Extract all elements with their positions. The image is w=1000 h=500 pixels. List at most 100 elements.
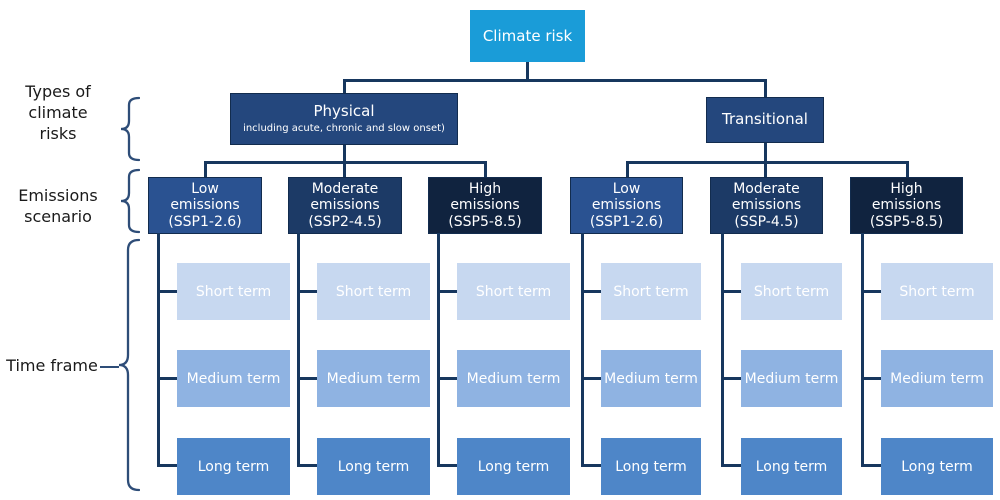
label-line: climate	[28, 102, 88, 122]
brace-timeframe	[118, 238, 140, 492]
node-label: Long term	[901, 458, 973, 475]
node-short-term: Short term	[317, 263, 430, 320]
node-line: (SSP2-4.5)	[308, 213, 382, 230]
node-long-term: Long term	[317, 438, 430, 495]
connector-tick	[299, 464, 317, 467]
connector-column-spine	[297, 233, 300, 467]
node-label: Long term	[337, 458, 410, 475]
connector-column-spine	[437, 233, 440, 467]
connector-stub	[204, 161, 207, 177]
node-medium-term: Medium term	[601, 350, 701, 407]
node-line: (SSP5-8.5)	[869, 213, 944, 230]
node-label: Short term	[613, 283, 689, 300]
node-line: Low	[612, 180, 641, 197]
node-long-term: Long term	[177, 438, 290, 495]
connector-column-spine	[721, 233, 724, 467]
node-line: emissions	[871, 197, 942, 214]
label-emissions-scenario: Emissions scenario	[8, 186, 108, 228]
node-label: Medium term	[890, 370, 984, 387]
node-line: Moderate	[733, 180, 800, 197]
connector-stub	[764, 161, 767, 177]
connector-tick	[439, 377, 457, 380]
node-label: Transitional	[722, 110, 808, 129]
connector-column-spine	[861, 233, 864, 467]
connector-tick	[439, 290, 457, 293]
node-label: Short term	[335, 283, 412, 300]
label-types-of-climate-risks: Types of climate risks	[8, 82, 108, 144]
node-moderate-emissions-transitional: Moderate emissions (SSP-4.5)	[710, 177, 823, 234]
node-line: High	[468, 180, 502, 197]
label-time-frame: Time frame	[2, 356, 102, 377]
node-medium-term: Medium term	[317, 350, 430, 407]
node-label: Medium term	[326, 370, 421, 387]
connector-tick	[863, 464, 881, 467]
connector-stub	[626, 161, 629, 177]
node-short-term: Short term	[601, 263, 701, 320]
node-line: emissions	[310, 197, 380, 214]
node-label: Short term	[195, 283, 272, 300]
node-short-term: Short term	[881, 263, 993, 320]
connector-to-transitional	[764, 79, 767, 97]
connector-tick	[863, 290, 881, 293]
node-transitional: Transitional	[706, 97, 824, 143]
node-label: Climate risk	[482, 27, 573, 45]
connector-tick	[159, 290, 177, 293]
node-label: Physical	[313, 102, 375, 121]
connector-column-spine	[581, 233, 584, 467]
connector-tick	[863, 377, 881, 380]
node-line: Low	[191, 180, 219, 197]
connector-tick	[159, 377, 177, 380]
connector-tick	[583, 290, 601, 293]
connector-column-spine	[157, 233, 160, 467]
node-medium-term: Medium term	[457, 350, 570, 407]
node-label: Medium term	[604, 370, 698, 387]
brace-emissions	[120, 168, 140, 234]
node-low-emissions-transitional: Low emissions (SSP1-2.6)	[570, 177, 683, 234]
node-label: Long term	[755, 458, 828, 475]
node-label: Short term	[475, 283, 552, 300]
connector-tick	[159, 464, 177, 467]
node-line: (SSP1-2.6)	[168, 213, 242, 230]
node-line: emissions	[450, 197, 520, 214]
node-long-term: Long term	[457, 438, 570, 495]
node-label: Medium term	[186, 370, 281, 387]
node-line: (SSP5-8.5)	[448, 213, 522, 230]
node-line: emissions	[591, 197, 662, 214]
label-line: scenario	[24, 206, 92, 226]
node-short-term: Short term	[177, 263, 290, 320]
connector-tick	[439, 464, 457, 467]
node-sublabel: including acute, chronic and slow onset)	[243, 122, 445, 134]
connector-root-hline	[343, 79, 767, 82]
node-long-term: Long term	[881, 438, 993, 495]
label-line: risks	[39, 123, 77, 143]
node-line: High	[890, 180, 923, 197]
node-high-emissions-physical: High emissions (SSP5-8.5)	[428, 177, 542, 234]
label-line: Emissions	[18, 186, 98, 205]
connector-tick	[583, 464, 601, 467]
connector-transitional-hline	[626, 161, 909, 164]
node-label: Long term	[615, 458, 687, 475]
node-line: (SSP1-2.6)	[589, 213, 664, 230]
connector-stub	[343, 161, 346, 177]
connector-stub	[906, 161, 909, 177]
connector-to-physical	[343, 79, 346, 93]
label-line: Time frame	[6, 356, 98, 375]
node-high-emissions-transitional: High emissions (SSP5-8.5)	[850, 177, 963, 234]
node-label: Long term	[197, 458, 270, 475]
connector-tick	[723, 464, 741, 467]
node-low-emissions-physical: Low emissions (SSP1-2.6)	[148, 177, 262, 234]
node-medium-term: Medium term	[881, 350, 993, 407]
node-line: emissions	[170, 197, 240, 214]
node-long-term: Long term	[601, 438, 701, 495]
node-short-term: Short term	[457, 263, 570, 320]
node-line: (SSP-4.5)	[734, 213, 799, 230]
connector-tick	[723, 377, 741, 380]
node-medium-term: Medium term	[177, 350, 290, 407]
connector-stub	[484, 161, 487, 177]
connector-root-stub	[526, 62, 529, 80]
connector-tick	[299, 290, 317, 293]
connector-physical-stub	[343, 145, 346, 162]
connector-tick	[723, 290, 741, 293]
node-moderate-emissions-physical: Moderate emissions (SSP2-4.5)	[288, 177, 402, 234]
node-medium-term: Medium term	[741, 350, 842, 407]
